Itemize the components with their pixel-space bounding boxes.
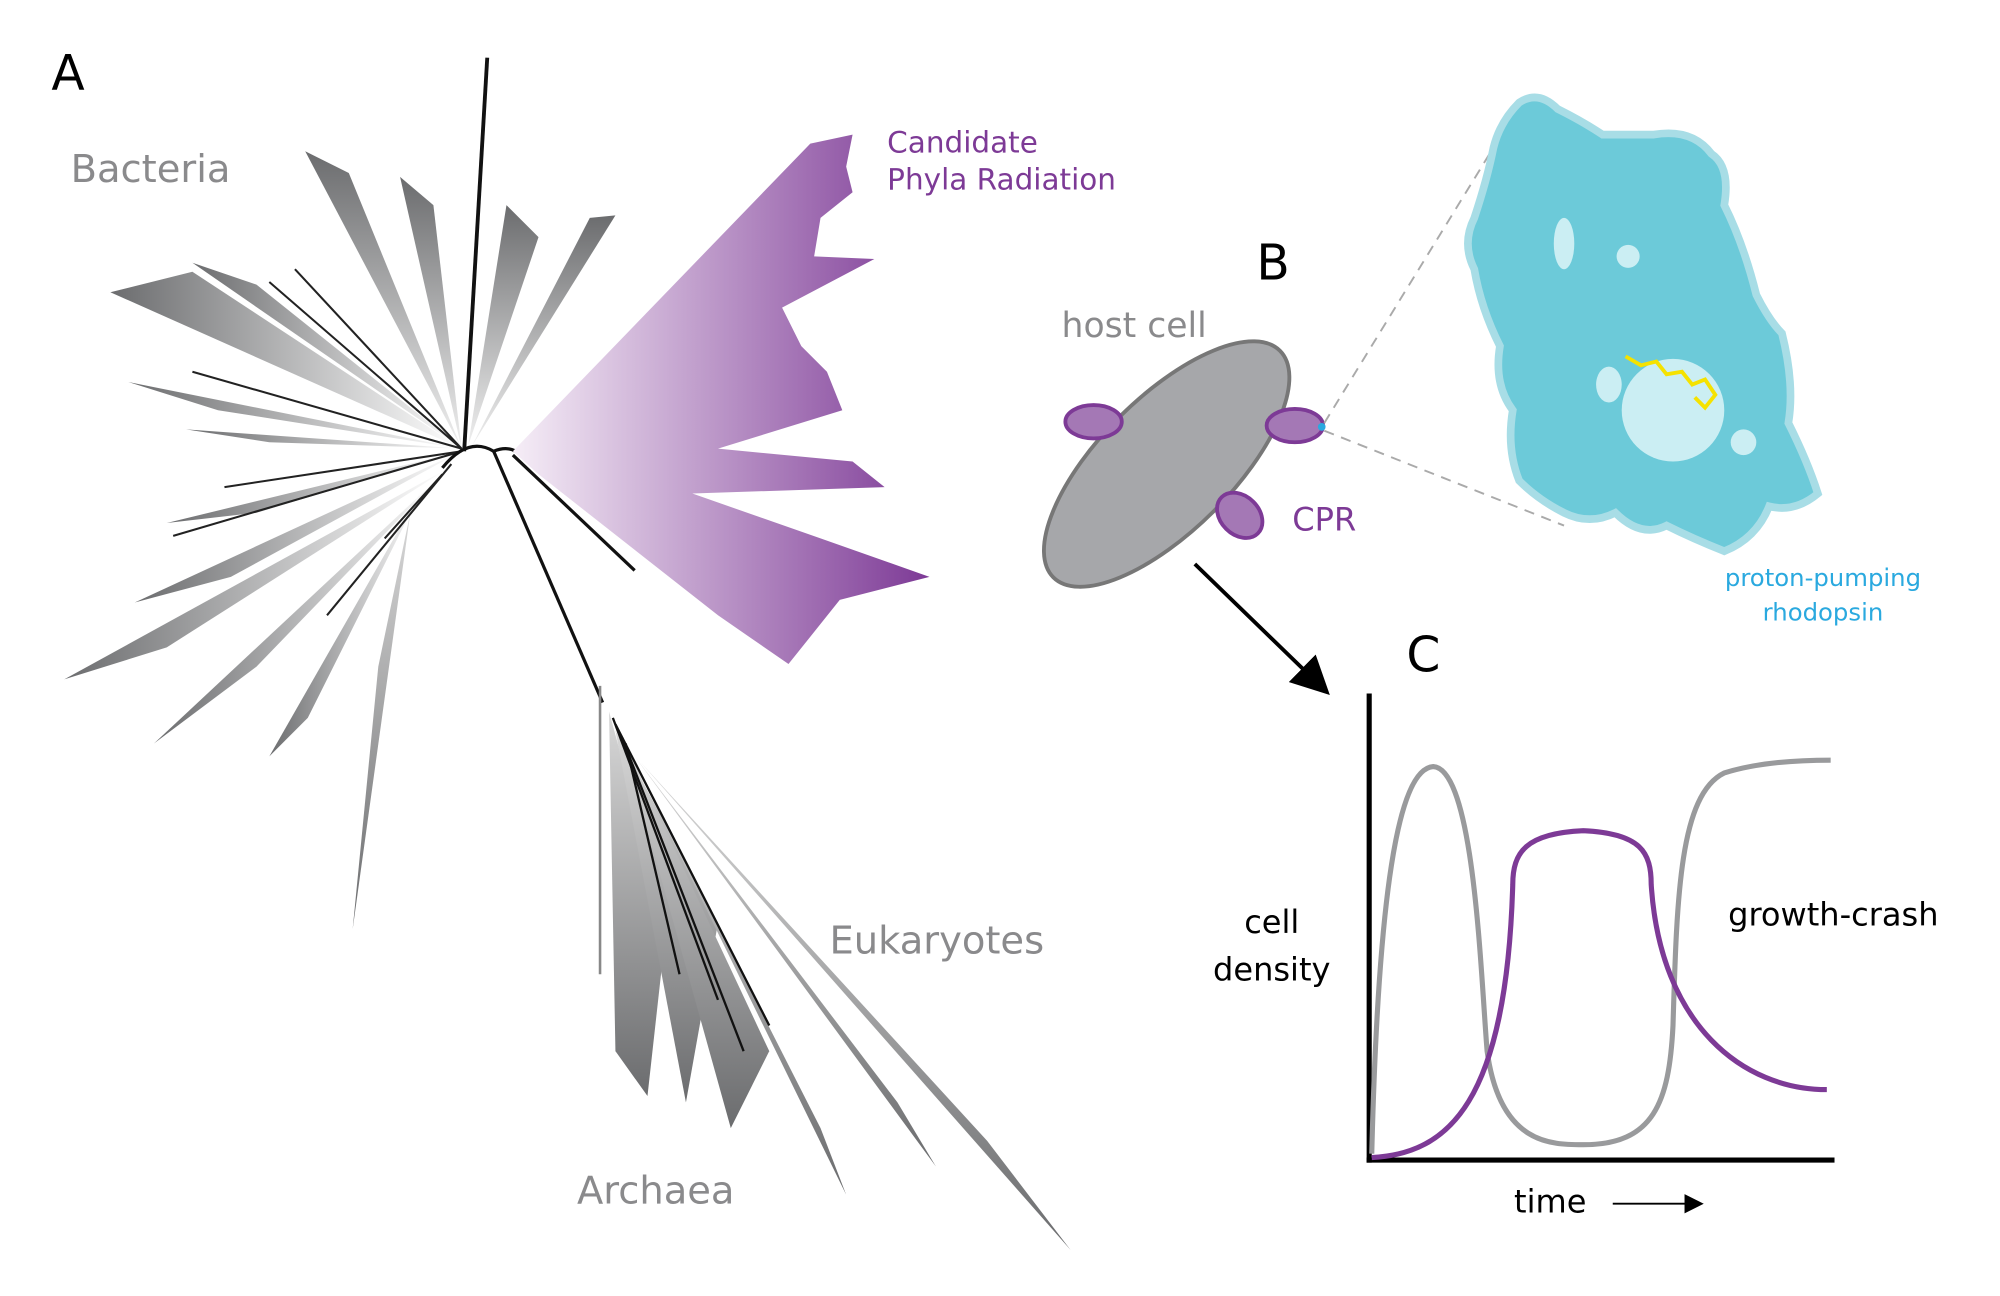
panel-label-c: C (1406, 628, 1440, 684)
archaea-eukaryote-clade (598, 685, 1071, 1250)
rhodopsin-label-line2: rhodopsin (1763, 597, 1884, 626)
y-label-line1: cell (1244, 903, 1299, 941)
cpr-cell (1215, 490, 1265, 540)
flow-arrow (1193, 562, 1330, 696)
cpr-cell (1264, 407, 1325, 445)
cpr-label-line2: Phyla Radiation (887, 163, 1116, 197)
growth-plot: C cell density growth-crash time (1213, 628, 1939, 1221)
y-label-line2: density (1213, 951, 1330, 989)
cpr-label: CPR (1292, 501, 1356, 539)
cpr-cell (1063, 403, 1124, 441)
panel-label-b: B (1256, 235, 1289, 291)
host-cell (1042, 339, 1292, 589)
phylogenetic-tree: A Bacteria Candidate Phyla Radiation Euk… (51, 46, 1116, 1250)
rhodopsin-label-line1: proton-pumping (1725, 563, 1921, 592)
host-cell-diagram: B host cell CPR proton-pumping rhodopsin (1042, 93, 1921, 696)
panel-label-a: A (51, 46, 84, 102)
bacteria-label: Bacteria (71, 147, 231, 192)
cpr-clade (512, 134, 930, 665)
archaea-label: Archaea (577, 1169, 735, 1214)
x-label: time (1514, 1183, 1586, 1221)
host-cell-label: host cell (1062, 306, 1207, 346)
root-branches (441, 444, 636, 704)
cpr-label-line1: Candidate (887, 126, 1038, 160)
host-density-curve (1369, 757, 1831, 1154)
growth-crash-label: growth-crash (1728, 896, 1938, 934)
cpr-density-curve (1371, 828, 1827, 1161)
rhodopsin-marker (1317, 423, 1326, 431)
rhodopsin-structure (1464, 93, 1823, 556)
eukaryotes-label: Eukaryotes (830, 919, 1045, 964)
bacteria-clade (64, 57, 616, 930)
